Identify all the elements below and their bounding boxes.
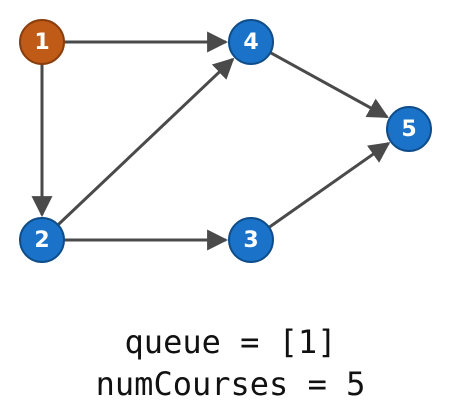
node-3: 3 <box>228 217 274 263</box>
node-label-5: 5 <box>401 117 416 142</box>
queue-state-text: queue = [1] <box>124 323 337 361</box>
node-circle-3 <box>228 217 274 263</box>
node-circle-1 <box>19 19 65 65</box>
num-courses-text: numCourses = 5 <box>95 365 366 403</box>
edge-4-to-5 <box>269 51 389 119</box>
edges-layer <box>31 31 391 251</box>
node-label-4: 4 <box>243 30 258 55</box>
course-dependency-graph: 1 2 3 4 5 <box>19 19 432 263</box>
node-circle-4 <box>228 19 274 65</box>
node-1: 1 <box>19 19 65 65</box>
node-label-2: 2 <box>34 228 49 253</box>
node-2: 2 <box>19 217 65 263</box>
node-5: 5 <box>386 106 432 152</box>
node-label-1: 1 <box>34 30 49 55</box>
nodes-layer: 1 2 3 4 5 <box>19 19 432 263</box>
edge-3-to-5 <box>268 142 391 229</box>
node-label-3: 3 <box>243 228 258 253</box>
node-4: 4 <box>228 19 274 65</box>
edge-2-to-4 <box>56 57 235 226</box>
node-circle-2 <box>19 217 65 263</box>
node-circle-5 <box>386 106 432 152</box>
